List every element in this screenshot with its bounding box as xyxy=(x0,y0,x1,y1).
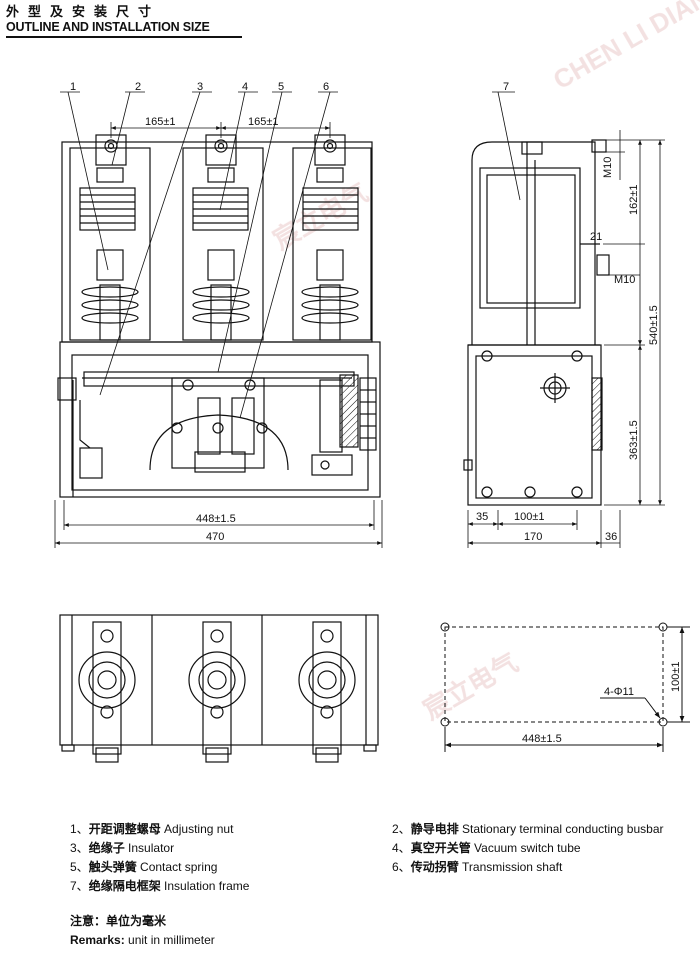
callout-2: 2 xyxy=(135,81,141,93)
front-dimension-labels: 165±1 165±1 448±1.5 470 xyxy=(145,116,279,543)
legend-item-1: 1、开距调整螺母 Adjusting nut xyxy=(70,822,234,836)
dim-side-540: 540±1.5 xyxy=(648,305,660,345)
legend-item-5: 5、触头弹簧 Contact spring xyxy=(70,860,218,874)
remarks-chinese: 注意：单位为毫米 xyxy=(70,914,167,928)
callout-3: 3 xyxy=(197,81,203,93)
dim-front-pitch-left: 165±1 xyxy=(145,116,176,128)
legend-item-6: 6、传动拐臂 Transmission shaft xyxy=(392,860,563,874)
front-view xyxy=(57,134,381,498)
side-dimensions xyxy=(467,130,665,548)
dim-mount-width: 448±1.5 xyxy=(522,733,562,745)
pole-3 xyxy=(292,134,372,341)
title-chinese: 外型及安装尺寸 xyxy=(6,4,161,19)
top-pole-1 xyxy=(78,621,136,763)
legend-item-3: 3、绝缘子 Insulator xyxy=(70,841,175,855)
dim-front-pitch-right: 165±1 xyxy=(248,116,279,128)
remarks-english: Remarks: unit in millimeter xyxy=(70,933,215,947)
drawing-header: 外型及安装尺寸 OUTLINE AND INSTALLATION SIZE xyxy=(6,4,242,38)
side-view xyxy=(463,139,610,506)
mounting-dimension-labels: 100±1 4-Φ11 448±1.5 xyxy=(522,661,682,745)
watermark-en: CHEN LI DIAN QI xyxy=(548,0,700,95)
watermark: 宸立电气 CHEN LI DIAN QI 宸立电气 xyxy=(268,0,700,725)
front-callout-numbers: 1 2 3 4 5 6 xyxy=(70,81,329,93)
dim-side-m10-top: M10 xyxy=(602,157,614,178)
title-english: OUTLINE AND INSTALLATION SIZE xyxy=(6,20,210,34)
dim-front-total-width: 470 xyxy=(206,531,224,543)
side-callout xyxy=(492,91,521,201)
dim-side-100: 100±1 xyxy=(514,511,545,523)
legend-item-7: 7、绝缘隔电框架 Insulation frame xyxy=(70,879,250,893)
callout-5: 5 xyxy=(278,81,284,93)
dim-side-170: 170 xyxy=(524,531,542,543)
dim-mount-height: 100±1 xyxy=(670,661,682,692)
pole-2 xyxy=(182,134,264,341)
pole-1 xyxy=(69,134,151,341)
callout-4: 4 xyxy=(242,81,248,93)
dim-mount-holes: 4-Φ11 xyxy=(604,686,634,698)
top-pole-2 xyxy=(188,621,246,763)
callout-1: 1 xyxy=(70,81,76,93)
title-underline xyxy=(6,36,242,38)
side-dimension-labels: M10 162±1 21 M10 540±1.5 363±1.5 35 100±… xyxy=(476,157,660,543)
legend-item-2: 2、静导电排 Stationary terminal conducting bu… xyxy=(392,822,664,836)
legend-item-4: 4、真空开关管 Vacuum switch tube xyxy=(392,841,581,855)
callout-6: 6 xyxy=(323,81,329,93)
dim-side-363: 363±1.5 xyxy=(628,420,640,460)
dim-side-35: 35 xyxy=(476,511,488,523)
dim-side-m10-mid: M10 xyxy=(614,274,635,286)
watermark-cn-2: 宸立电气 xyxy=(418,647,523,725)
front-callouts xyxy=(60,91,338,419)
dim-side-162: 162±1 xyxy=(628,184,640,215)
dim-side-36: 36 xyxy=(605,531,617,543)
front-dimensions xyxy=(54,122,383,548)
dim-side-21: 21 xyxy=(590,231,602,243)
dim-front-inner-width: 448±1.5 xyxy=(196,513,236,525)
top-view xyxy=(59,614,379,763)
remarks: 注意：单位为毫米 Remarks: unit in millimeter xyxy=(70,912,215,950)
top-pole-3 xyxy=(298,621,356,763)
mounting-view xyxy=(440,622,690,752)
callout-7: 7 xyxy=(503,81,509,93)
